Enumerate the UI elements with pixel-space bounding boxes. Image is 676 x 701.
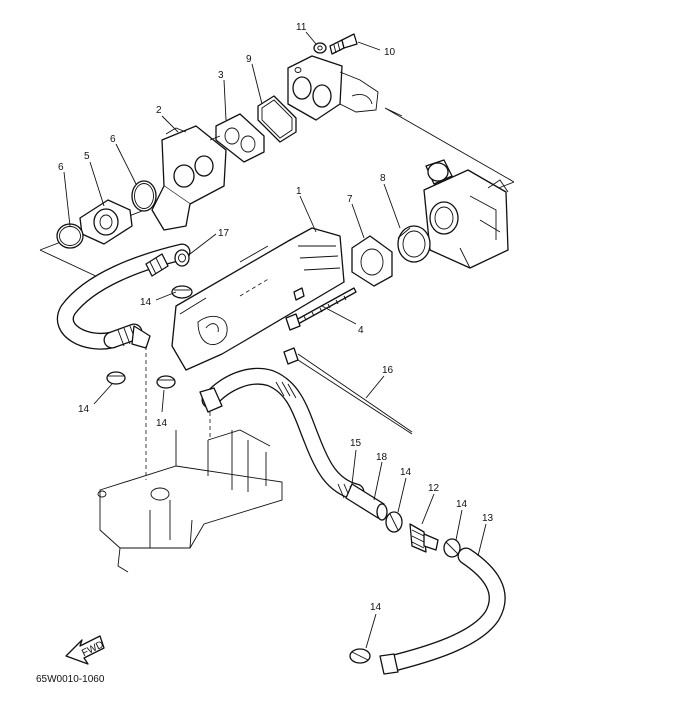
drawing-code: 65W0010-1060 — [36, 674, 105, 685]
carburetor-assembly — [423, 159, 509, 269]
callout-14-d: 14 — [400, 467, 412, 478]
callout-14-e: 14 — [456, 499, 468, 510]
callout-7: 7 — [347, 194, 353, 205]
check-valve-part-12 — [409, 523, 439, 553]
intake-manifold-part-2 — [151, 125, 227, 231]
callout-11: 11 — [296, 22, 307, 33]
callout-8: 8 — [380, 173, 386, 184]
seal-sleeve-part-8 — [397, 225, 431, 263]
gasket-part-9 — [257, 95, 297, 143]
hose-clip-part-14-e — [443, 538, 461, 558]
callout-14-c: 14 — [156, 418, 168, 429]
hose-clip-part-14-c — [156, 375, 176, 389]
callout-13: 13 — [482, 513, 494, 524]
hose-part-15 — [199, 367, 365, 501]
breather-hose-upper — [56, 243, 191, 350]
callout-5: 5 — [84, 151, 90, 162]
gasket-part-3 — [215, 113, 265, 163]
callout-2: 2 — [156, 105, 162, 116]
pipe-part-18 — [345, 483, 388, 521]
hose-clip-part-14-a — [171, 285, 193, 299]
callout-6-right: 6 — [110, 134, 116, 145]
cable-tie-part-16 — [283, 347, 413, 435]
hose-flange-part-5 — [79, 199, 133, 245]
hose-clip-part-14-b — [106, 371, 126, 385]
hose-clip-part-14-f — [349, 648, 371, 664]
grommet-part-17 — [174, 249, 190, 267]
callout-4: 4 — [358, 325, 364, 336]
screw-part-4 — [285, 287, 357, 331]
callout-1: 1 — [296, 186, 302, 197]
callout-18: 18 — [376, 452, 388, 463]
callout-14-f: 14 — [370, 602, 382, 613]
hose-part-13 — [379, 547, 506, 675]
callout-16: 16 — [382, 365, 394, 376]
callout-10: 10 — [384, 47, 396, 58]
fwd-label: FWD — [80, 639, 105, 659]
callout-3: 3 — [218, 70, 224, 81]
intake-flange-plate — [287, 55, 379, 121]
callout-15: 15 — [350, 438, 362, 449]
silencer-flange-part-7 — [351, 235, 393, 287]
callout-17: 17 — [218, 228, 230, 239]
callout-9: 9 — [246, 54, 252, 65]
intake-silencer-part-1 — [171, 227, 345, 371]
callout-6-left: 6 — [58, 162, 64, 173]
o-ring-part-6-upper — [131, 180, 157, 212]
callout-12: 12 — [428, 483, 440, 494]
callout-numbers: 11 10 9 3 2 6 6 5 1 7 8 17 14 4 16 14 14… — [58, 22, 494, 613]
forward-direction-arrow: FWD — [65, 635, 106, 665]
washer-part-11 — [313, 42, 327, 54]
callout-14-b: 14 — [78, 404, 90, 415]
engine-block-section — [97, 346, 283, 573]
callout-14-a: 14 — [140, 297, 152, 308]
o-ring-part-6-lower — [56, 223, 84, 249]
leader-lines — [63, 31, 487, 649]
bolt-part-10 — [329, 33, 358, 55]
hose-clip-part-14-d — [385, 511, 403, 533]
